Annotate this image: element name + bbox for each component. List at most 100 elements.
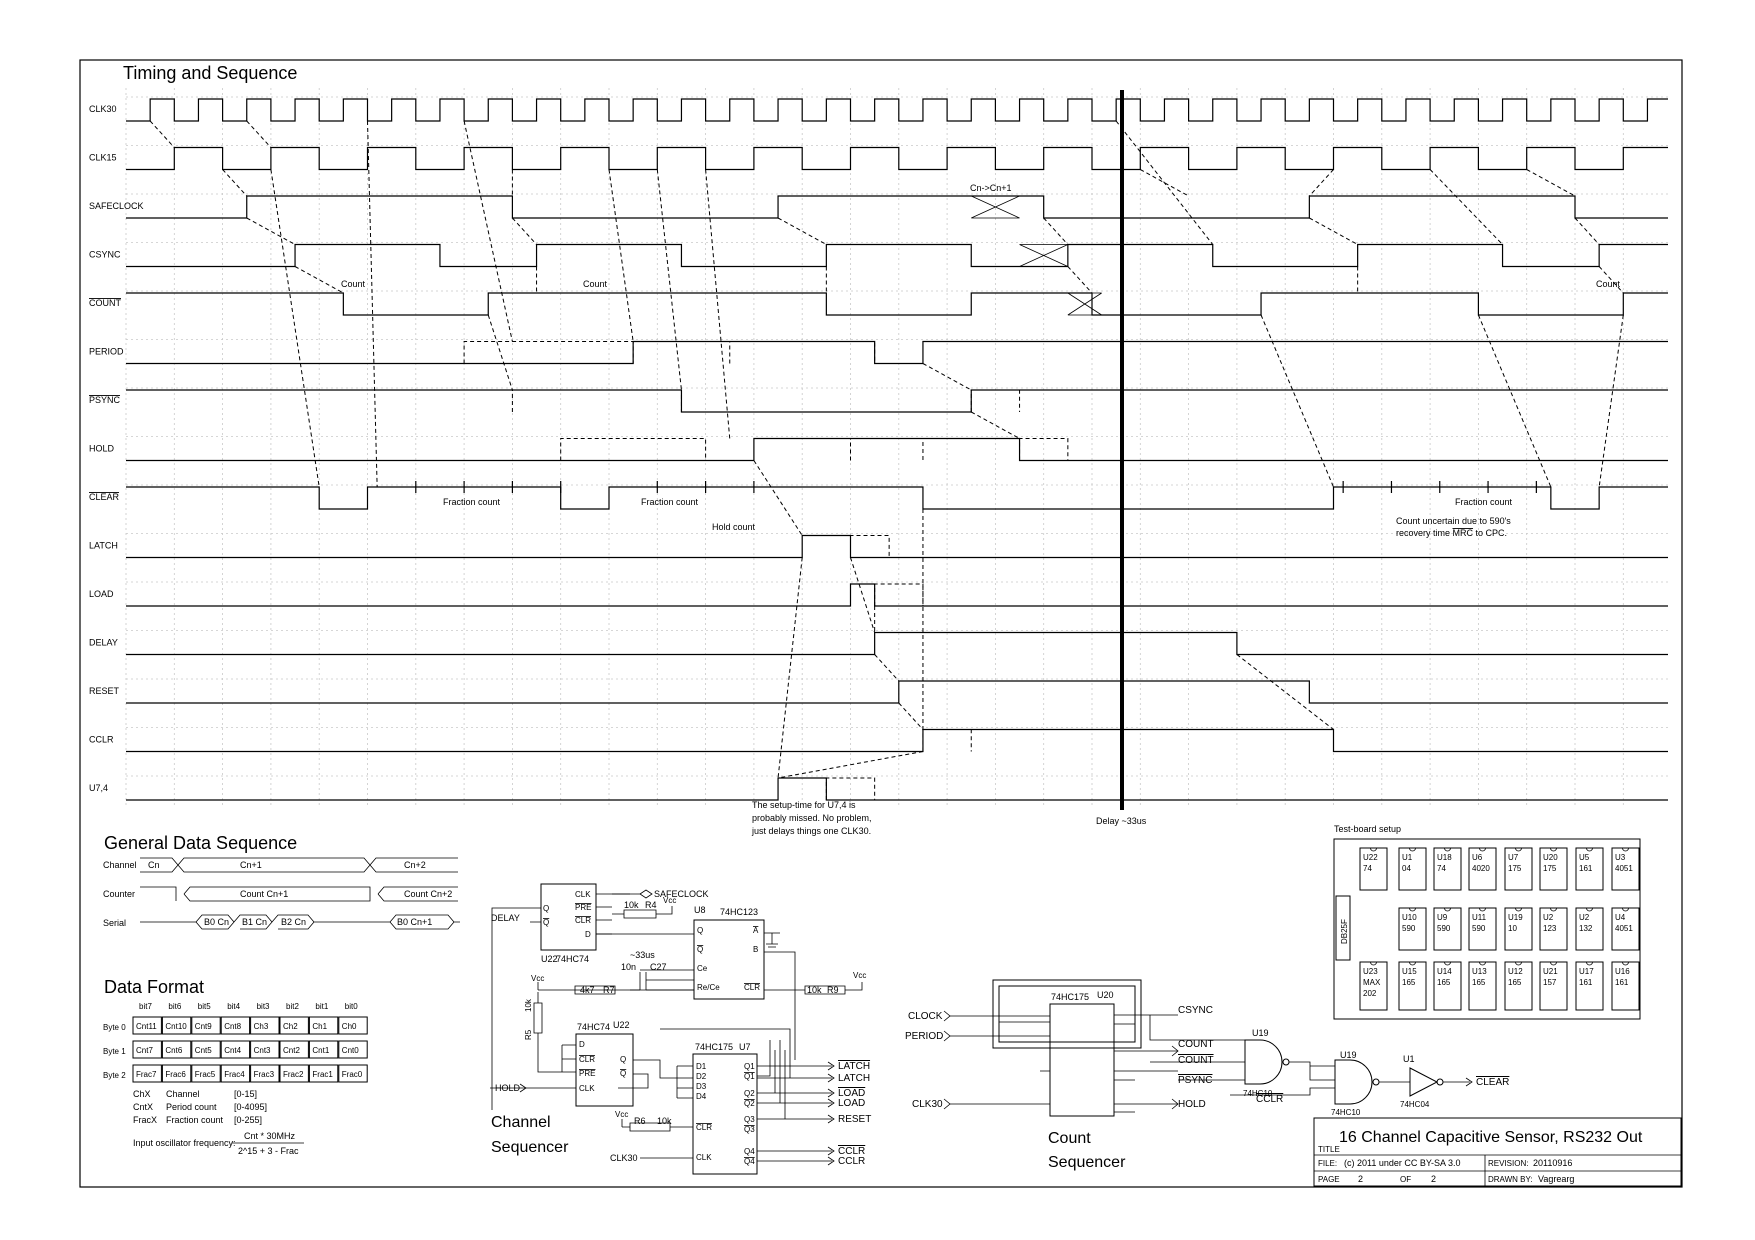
u22a-chip [540,883,597,951]
bit-header: bit0 [345,1002,358,1011]
net-cclr-n: CCLR [838,1146,865,1157]
setup-note-1: The setup-time for U7,4 is [752,800,856,810]
u20-label: U20 [1097,990,1114,1000]
chip-notch [1444,961,1451,966]
byte-cell [220,1016,251,1035]
causal-line [777,751,924,779]
testboard-chip-text: 04 [1402,864,1411,873]
timing-title: Timing and Sequence [123,63,297,83]
titleblock-of: 2 [1431,1174,1436,1184]
testboard-chip-text: U21 [1543,967,1558,976]
safeclock-net: SAFECLOCK [654,889,709,899]
byte-label: Byte 0 [103,1023,126,1032]
uncertain-note-1: Count uncertain due to 590's [1396,516,1511,526]
u7-pin-d4: D4 [696,1092,707,1101]
titleblock-revision-label: REVISION: [1488,1159,1528,1168]
wave-latch [126,534,1668,559]
testboard-chip-text: U9 [1437,913,1448,922]
byte-cell-text: Ch1 [312,1022,327,1031]
wave-hold-dashed [1019,438,1069,461]
wave-delay [126,631,1668,656]
causal-line [246,120,272,148]
signal-label-count: COUNT [89,298,121,308]
wave-load-dashed [874,583,924,606]
general-sequence-title: General Data Sequence [104,833,297,853]
r6-label: R6 [634,1116,646,1126]
causal-line [367,120,378,488]
u22a-pin-clr: CLR [575,916,591,925]
u7-chip [692,1053,758,1175]
testboard-chip-text: U14 [1437,967,1452,976]
causal-line [656,169,682,391]
testboard-chip-text: U18 [1437,853,1452,862]
csync-net: CSYNC [1178,1005,1213,1016]
count-label-left: Count [341,279,366,289]
causal-line [705,169,731,439]
signal-label-csync: CSYNC [89,250,121,260]
byte-cell [132,1016,162,1035]
clk30-net-2: CLK30 [912,1099,943,1110]
chip-notch [1409,907,1416,912]
wave-reset [126,680,1668,704]
legend-cnt-name: Period count [166,1102,217,1112]
net-load-n: LOAD [838,1088,865,1099]
row-label-channel: Channel [103,860,137,870]
signal-label-cclr: CCLR [89,735,114,745]
byte-cell-text: Ch2 [283,1022,298,1031]
wave-clk30 [126,98,1668,122]
u22b-part: 74HC74 [577,1022,610,1032]
testboard-chip-text: 123 [1543,924,1557,933]
titleblock-page-label: PAGE [1318,1175,1340,1184]
testboard-chip [1398,961,1427,1011]
clock-net: CLOCK [908,1011,943,1022]
testboard-chip [1504,907,1533,951]
byte-cell-text: Frac3 [254,1070,275,1079]
byte-cell-text: Cnt3 [254,1046,271,1055]
wave-u7-4 [126,777,1668,801]
byte-cell-text: Frac4 [224,1070,245,1079]
signal-label-psync: PSYNC [89,395,121,405]
legend-frac-range: [0-255] [234,1115,262,1125]
serial-bus [140,914,460,930]
cclr-in-net: CCLR [1256,1094,1283,1105]
causal-line [222,169,248,197]
legend-frac-name: Fraction count [166,1115,224,1125]
testboard-chip [1468,907,1497,951]
causal-line [512,217,537,245]
causal-line [777,557,803,779]
row-label-serial: Serial [103,918,126,928]
u7-pin-q4n: Q4 [744,1157,755,1166]
signal-label-clear: CLEAR [89,492,120,502]
titleblock-drawn-label: DRAWN BY: [1488,1175,1533,1184]
testboard-chip-text: U13 [1472,967,1487,976]
bit-header: bit3 [257,1002,270,1011]
u22b-wires [524,1028,791,1089]
u7-label: U7 [739,1042,751,1052]
testboard-chip-text: 4051 [1615,864,1633,873]
count-seq-title-1: Count [1048,1130,1091,1147]
causal-line [1598,266,1624,294]
causal-line [1574,217,1600,245]
legend-frac-sym: FracX [133,1115,157,1125]
testboard-chip [1575,907,1604,951]
hold-count-label: Hold count [712,522,756,532]
testboard-chip [1433,907,1462,951]
db25-label: DB25F [1340,919,1349,944]
period-net: PERIOD [905,1031,943,1042]
u19b-nand [1334,1059,1373,1105]
wave-psync [126,389,1668,413]
count-label-right: Count [1596,279,1621,289]
signal-label-reset: RESET [89,686,120,696]
testboard-chip-text: 202 [1363,989,1377,998]
byte-cell-text: Frac7 [136,1070,157,1079]
chip-notch [1550,961,1557,966]
r9-label: R9 [827,985,839,995]
c27-time: ~33us [630,950,655,960]
u19a-part: 74HC10 [1243,1089,1273,1098]
testboard-chip-text: 165 [1437,978,1451,987]
causal-line [1067,266,1093,294]
wave-u7-4-dashed [825,777,876,800]
byte-cell [161,1016,192,1035]
u22b-pin-clr: CLR [579,1055,595,1064]
